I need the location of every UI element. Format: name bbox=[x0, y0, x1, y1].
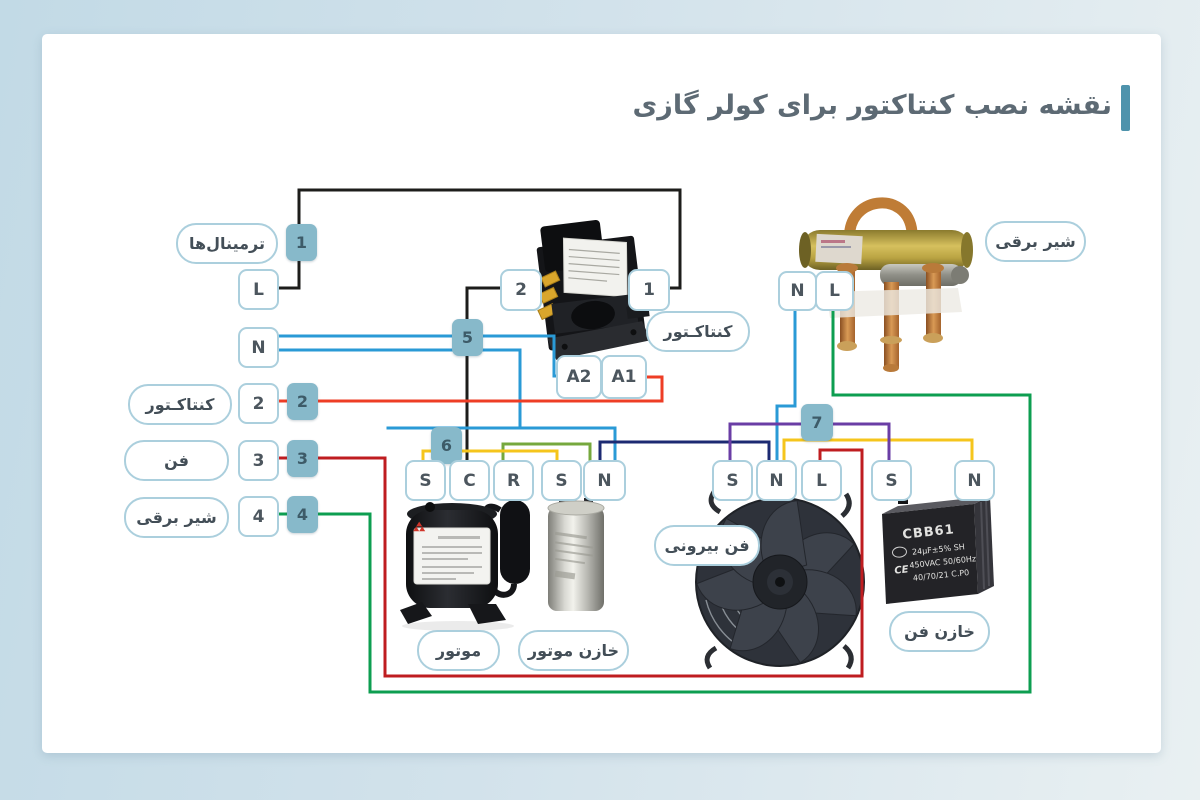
outdoor-fan-image bbox=[695, 490, 865, 670]
terminal-3: 3 bbox=[238, 440, 279, 481]
contactor-terminal-1: 1 bbox=[628, 269, 670, 311]
motor-cap-terminal-N: N bbox=[583, 460, 626, 501]
compressor-accumulator bbox=[500, 500, 530, 584]
motor-terminal-S: S bbox=[405, 460, 446, 501]
motor-capacitor-image bbox=[547, 498, 605, 611]
ce-mark-icon: CE bbox=[894, 564, 909, 576]
fan-capacitor-label: خازن فن bbox=[889, 611, 990, 652]
outdoor-fan-label: فن بیرونی bbox=[654, 525, 760, 566]
motor-terminal-R: R bbox=[493, 460, 534, 501]
terminals-label: ترمینال‌ها bbox=[176, 223, 278, 264]
terminal-4: 4 bbox=[238, 496, 279, 537]
title-accent-bar bbox=[1121, 85, 1130, 131]
motor-cap-terminal-S: S bbox=[541, 460, 582, 501]
badge-3: 3 bbox=[287, 440, 318, 477]
fan-cap-terminal-S: S bbox=[871, 460, 912, 501]
motor-capacitor-label: خازن موتور bbox=[518, 630, 629, 671]
badge-5: 5 bbox=[452, 319, 483, 356]
terminal-L: L bbox=[238, 269, 279, 310]
solenoid-terminal-L: L bbox=[815, 271, 854, 311]
contactor-terminal-A2: A2 bbox=[556, 355, 602, 399]
solenoid-terminal-N: N bbox=[778, 271, 817, 311]
contactor-label: کنتاکـتور bbox=[646, 311, 750, 352]
fan-capacitor-image: CBB61 24µF±5% SH CE 450VAC 50/60Hz 40/70… bbox=[882, 490, 994, 604]
badge-1: 1 bbox=[286, 224, 317, 261]
page-title: نقشه نصب کنتاکتور برای کولر گازی bbox=[632, 90, 1112, 121]
motor-terminal-C: C bbox=[449, 460, 490, 501]
badge-4: 4 bbox=[287, 496, 318, 533]
contactor-terminal-2: 2 bbox=[500, 269, 542, 311]
solenoid-label: شیر برقی bbox=[985, 221, 1086, 262]
terminal-N: N bbox=[238, 327, 279, 368]
badge-2: 2 bbox=[287, 383, 318, 420]
fan-left-label: فن bbox=[124, 440, 229, 481]
terminal-2: 2 bbox=[238, 383, 279, 424]
fan-terminal-S: S bbox=[712, 460, 753, 501]
fan-cap-terminal-N: N bbox=[954, 460, 995, 501]
contactor-left-label: کنتاکـتور bbox=[128, 384, 232, 425]
badge-7: 7 bbox=[801, 404, 833, 441]
valve-sticker bbox=[815, 233, 863, 265]
contactor-terminal-A1: A1 bbox=[601, 355, 647, 399]
compressor-image bbox=[400, 500, 530, 631]
solenoid-left-label: شیر برقی bbox=[124, 497, 229, 538]
fan-terminal-L: L bbox=[801, 460, 842, 501]
motor-label: موتور bbox=[417, 630, 500, 671]
badge-6: 6 bbox=[431, 427, 462, 464]
valve-u-tube bbox=[844, 197, 918, 248]
fan-terminal-N: N bbox=[756, 460, 797, 501]
